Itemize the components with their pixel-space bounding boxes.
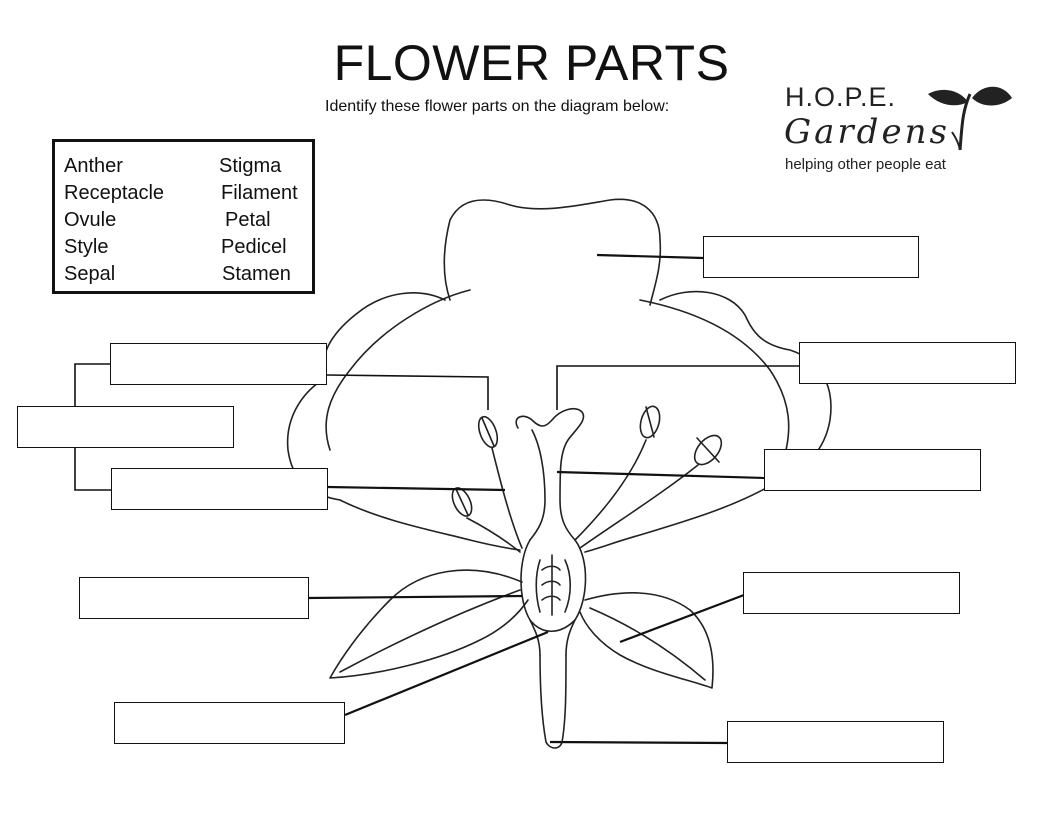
sepal-right-vein xyxy=(589,607,706,681)
word-pedicel: Pedicel xyxy=(221,236,287,258)
anther-1 xyxy=(477,415,499,449)
sepal-left xyxy=(329,569,529,679)
page-title: FLOWER PARTS xyxy=(333,35,730,91)
logo-hope-text: H.O.P.E. xyxy=(785,82,897,112)
stamen-filament-2 xyxy=(466,517,521,553)
leader-petal xyxy=(596,253,704,260)
word-stamen: Stamen xyxy=(222,263,291,285)
flower-petal-left-inner xyxy=(325,289,471,451)
leader-left-ovary xyxy=(307,594,523,600)
pistil-stigma xyxy=(515,408,585,541)
flower-petal-top xyxy=(443,198,662,306)
pistil-style-left xyxy=(529,429,546,541)
answer-box-petal[interactable] xyxy=(703,236,919,278)
leader-bottom-pedicel xyxy=(549,740,729,745)
flower-petal-right xyxy=(659,290,832,481)
sepal-right xyxy=(579,592,714,689)
leader-lower-left xyxy=(327,485,506,492)
logo-tagline: helping other people eat xyxy=(785,156,946,173)
answer-box-right-style[interactable] xyxy=(764,449,981,491)
hope-gardens-logo: H.O.P.E. Gardens helping other people ea… xyxy=(780,70,1030,180)
pedicel xyxy=(539,654,567,749)
answer-box-right-sepal[interactable] xyxy=(743,572,960,614)
answer-box-pedicel[interactable] xyxy=(727,721,944,763)
stamen-filament-1 xyxy=(491,447,523,549)
sepal-left-vein xyxy=(339,589,521,673)
flower-petal-right-lower xyxy=(584,479,781,553)
word-anther: Anther xyxy=(64,155,123,177)
logo-gardens-text: Gardens xyxy=(784,112,950,152)
word-petal: Petal xyxy=(225,209,271,231)
leader-left-receptacle xyxy=(344,630,549,717)
word-sepal: Sepal xyxy=(64,263,116,285)
stamen-filament-3 xyxy=(574,439,647,541)
leader-upper-left xyxy=(326,374,489,410)
word-stigma: Stigma xyxy=(219,155,282,177)
answer-box-stamen-group[interactable] xyxy=(17,406,234,448)
ovary-outline xyxy=(520,539,587,633)
leader-right-stigma xyxy=(556,365,800,410)
word-bank: Anther Receptacle Ovule Style Sepal Stig… xyxy=(52,139,315,294)
anther-3 xyxy=(639,405,661,439)
answer-box-left-receptacle[interactable] xyxy=(114,702,345,744)
word-filament: Filament xyxy=(221,182,298,204)
flower-petal-right-inner xyxy=(639,299,790,471)
leader-right-style xyxy=(556,470,766,480)
answer-box-upper-left[interactable] xyxy=(110,343,327,385)
instructions: Identify these flower parts on the diagr… xyxy=(325,98,670,115)
leader-right-sepal xyxy=(619,593,745,644)
sprout-icon xyxy=(928,86,1012,151)
answer-box-right-stigma[interactable] xyxy=(799,342,1016,384)
anther-4 xyxy=(693,434,723,466)
word-receptacle: Receptacle xyxy=(64,182,165,204)
word-style: Style xyxy=(64,236,109,258)
flower-petal-left-lower xyxy=(339,499,521,551)
word-ovule: Ovule xyxy=(64,209,117,231)
answer-box-left-ovary[interactable] xyxy=(79,577,309,619)
ovule-chambers xyxy=(535,554,572,616)
answer-box-lower-left[interactable] xyxy=(111,468,328,510)
